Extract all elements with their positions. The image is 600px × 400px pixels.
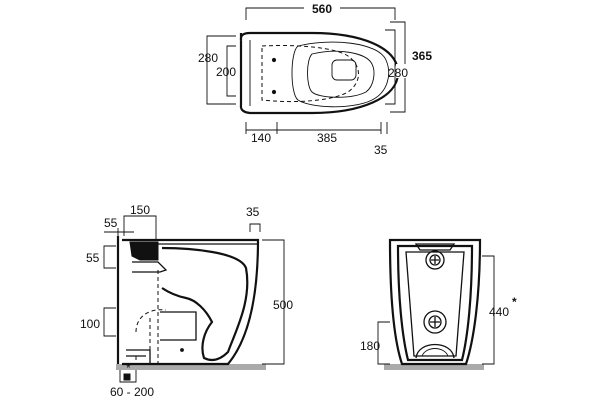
- rear-view-bottom-arch: [415, 344, 455, 359]
- dim-180: 180: [360, 339, 380, 353]
- dim-35-side: 35: [246, 205, 260, 219]
- dim-500: 500: [273, 298, 293, 312]
- rear-view-bottom-arch-inner: [421, 348, 449, 357]
- top-view-fixing-hole-upper: [271, 57, 277, 63]
- dim-55-top: 55: [104, 216, 118, 230]
- dim-280-left: 280: [198, 51, 218, 65]
- dim-line-100: [103, 307, 116, 337]
- dim-line-440: [482, 255, 495, 365]
- dim-line-500: [262, 239, 285, 365]
- dim-line-280-right: [385, 29, 396, 105]
- side-view-inlet: [129, 241, 159, 261]
- dim-line-35-side: [249, 223, 261, 232]
- top-view-drain: [331, 59, 357, 81]
- dim-line-180: [377, 321, 390, 365]
- dim-line-55-left: [103, 245, 116, 269]
- side-view-body: [122, 238, 260, 366]
- top-view-seat-inner: [307, 50, 375, 98]
- dim-140: 140: [251, 131, 271, 145]
- dim-55-left: 55: [86, 251, 100, 265]
- dim-150: 150: [130, 203, 150, 217]
- dim-200-left: 200: [216, 65, 236, 79]
- rear-view-outlet-outer: [423, 310, 447, 334]
- dim-line-bottom-range: [119, 370, 137, 383]
- dim-440: 440: [489, 305, 509, 319]
- top-view-seat: [291, 41, 390, 108]
- side-view-bolt: [180, 348, 184, 352]
- dim-560: 560: [312, 2, 332, 16]
- side-view-rear-drain: [126, 349, 151, 364]
- side-view-floor: [116, 364, 266, 370]
- dim-385: 385: [317, 131, 337, 145]
- rear-view-inner-frame: [396, 244, 474, 362]
- dim-asterisk-side: *: [126, 361, 131, 375]
- rear-view-outlet-inner: [428, 315, 442, 329]
- rear-view-cap: [414, 243, 456, 251]
- dim-365: 365: [412, 49, 432, 63]
- top-view-bowl-opening: [261, 45, 359, 103]
- dim-line-280-left: [206, 35, 236, 105]
- dim-60-200: 60 - 200: [110, 385, 154, 399]
- side-view-trap: [160, 311, 197, 341]
- dim-line-bottom: [245, 122, 388, 134]
- dim-280-right: 280: [388, 66, 408, 80]
- rear-view-inner-panel: [405, 251, 465, 357]
- dim-line-150: [123, 215, 157, 240]
- rear-view-floor: [384, 364, 484, 370]
- top-view-fixing-hole-lower: [271, 89, 277, 95]
- rear-view-body: [388, 238, 482, 366]
- side-view-inlet-pipe: [132, 261, 168, 273]
- side-view-bowl-interior: [161, 246, 249, 362]
- rear-view: 440 * 180: [360, 238, 517, 370]
- dim-100: 100: [80, 317, 100, 331]
- rear-view-inlet-outer: [425, 250, 445, 270]
- rear-view-inlet-cross: [431, 256, 439, 264]
- dim-asterisk-rear: *: [512, 295, 517, 309]
- top-view: 560 365 280 280 200 140 385 35: [198, 1, 432, 157]
- side-view: 150 55 55 100 500 35 * 60 - 200: [80, 203, 293, 399]
- rear-view-inlet-inner: [429, 254, 441, 266]
- dim-line-55-top: [104, 228, 134, 236]
- dim-35-bottom: 35: [374, 143, 388, 157]
- rear-view-outlet-cross: [430, 317, 440, 327]
- dim-line-200-left: [226, 45, 236, 97]
- side-view-bottom-marker: [123, 373, 131, 381]
